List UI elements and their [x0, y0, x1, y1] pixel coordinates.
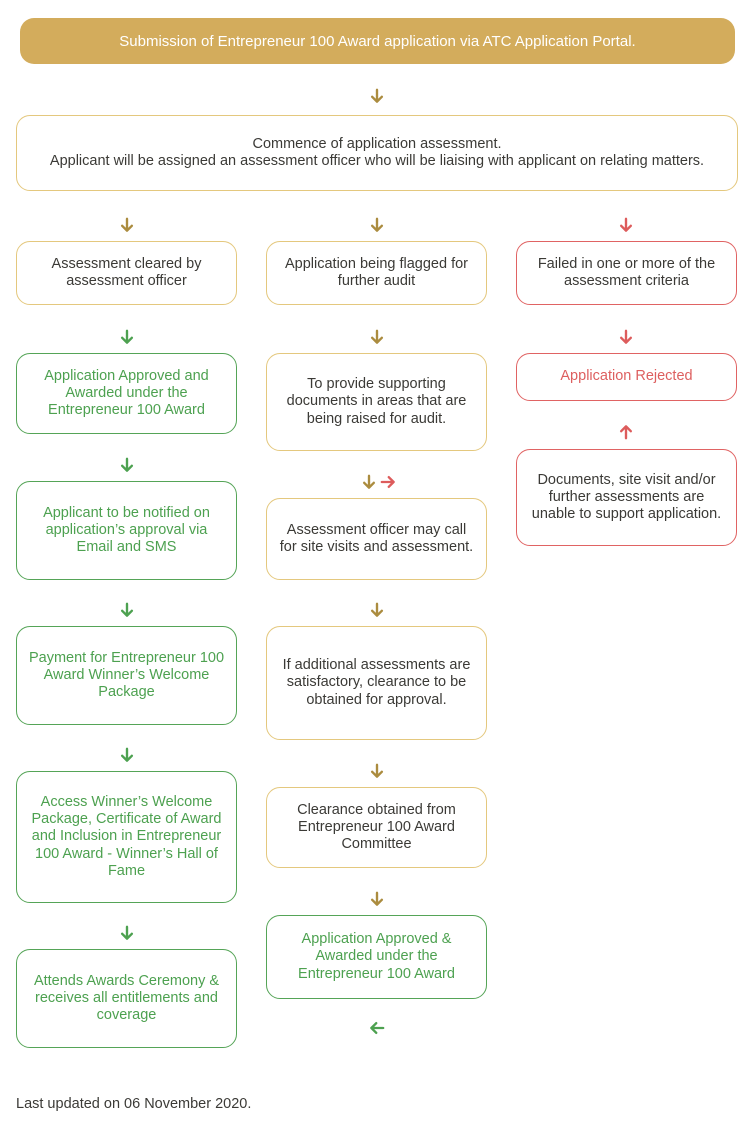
node-clearance-obtained: Clearance obtained from Entrepreneur 100… — [266, 787, 487, 868]
node-unable-to-support: Documents, site visit and/or further ass… — [516, 449, 737, 546]
arrow-down-icon — [368, 216, 386, 234]
arrow-up-icon — [617, 423, 635, 441]
arrow-down-icon — [118, 924, 136, 942]
node-payment-welcome-package: Payment for Entrepreneur 100 Award Winne… — [16, 626, 237, 725]
arrow-down-icon — [368, 87, 386, 105]
arrow-down-icon — [617, 216, 635, 234]
node-provide-supporting-documents: To provide supporting documents in areas… — [266, 353, 487, 451]
node-attends-ceremony: Attends Awards Ceremony & receives all e… — [16, 949, 237, 1048]
node-access-winners-package: Access Winner’s Welcome Package, Certifi… — [16, 771, 237, 903]
node-applicant-notified: Applicant to be notified on application’… — [16, 481, 237, 580]
arrow-down-icon — [360, 473, 378, 491]
arrow-down-icon — [368, 328, 386, 346]
node-flagged-for-audit: Application being flagged for further au… — [266, 241, 487, 305]
arrow-down-icon — [118, 746, 136, 764]
arrow-down-icon — [617, 328, 635, 346]
node-commence-assessment: Commence of application assessment. Appl… — [16, 115, 738, 191]
arrow-down-icon — [368, 890, 386, 908]
arrow-down-icon — [368, 601, 386, 619]
node-approved-awarded-after-audit: Application Approved & Awarded under the… — [266, 915, 487, 999]
node-approved-awarded: Application Approved and Awarded under t… — [16, 353, 237, 434]
arrow-left-icon — [368, 1019, 386, 1037]
node-additional-assessments-satisfactory: If additional assessments are satisfacto… — [266, 626, 487, 740]
node-failed-criteria: Failed in one or more of the assessment … — [516, 241, 737, 305]
node-submission-banner: Submission of Entrepreneur 100 Award app… — [20, 18, 735, 64]
node-assessment-cleared: Assessment cleared by assessment officer — [16, 241, 237, 305]
arrow-down-icon — [118, 456, 136, 474]
arrow-down-icon — [118, 601, 136, 619]
arrow-down-icon — [118, 216, 136, 234]
node-site-visits: Assessment officer may call for site vis… — [266, 498, 487, 580]
last-updated-note: Last updated on 06 November 2020. — [16, 1096, 252, 1112]
arrow-right-icon — [379, 473, 397, 491]
arrow-down-icon — [118, 328, 136, 346]
arrow-down-icon — [368, 762, 386, 780]
node-application-rejected: Application Rejected — [516, 353, 737, 401]
